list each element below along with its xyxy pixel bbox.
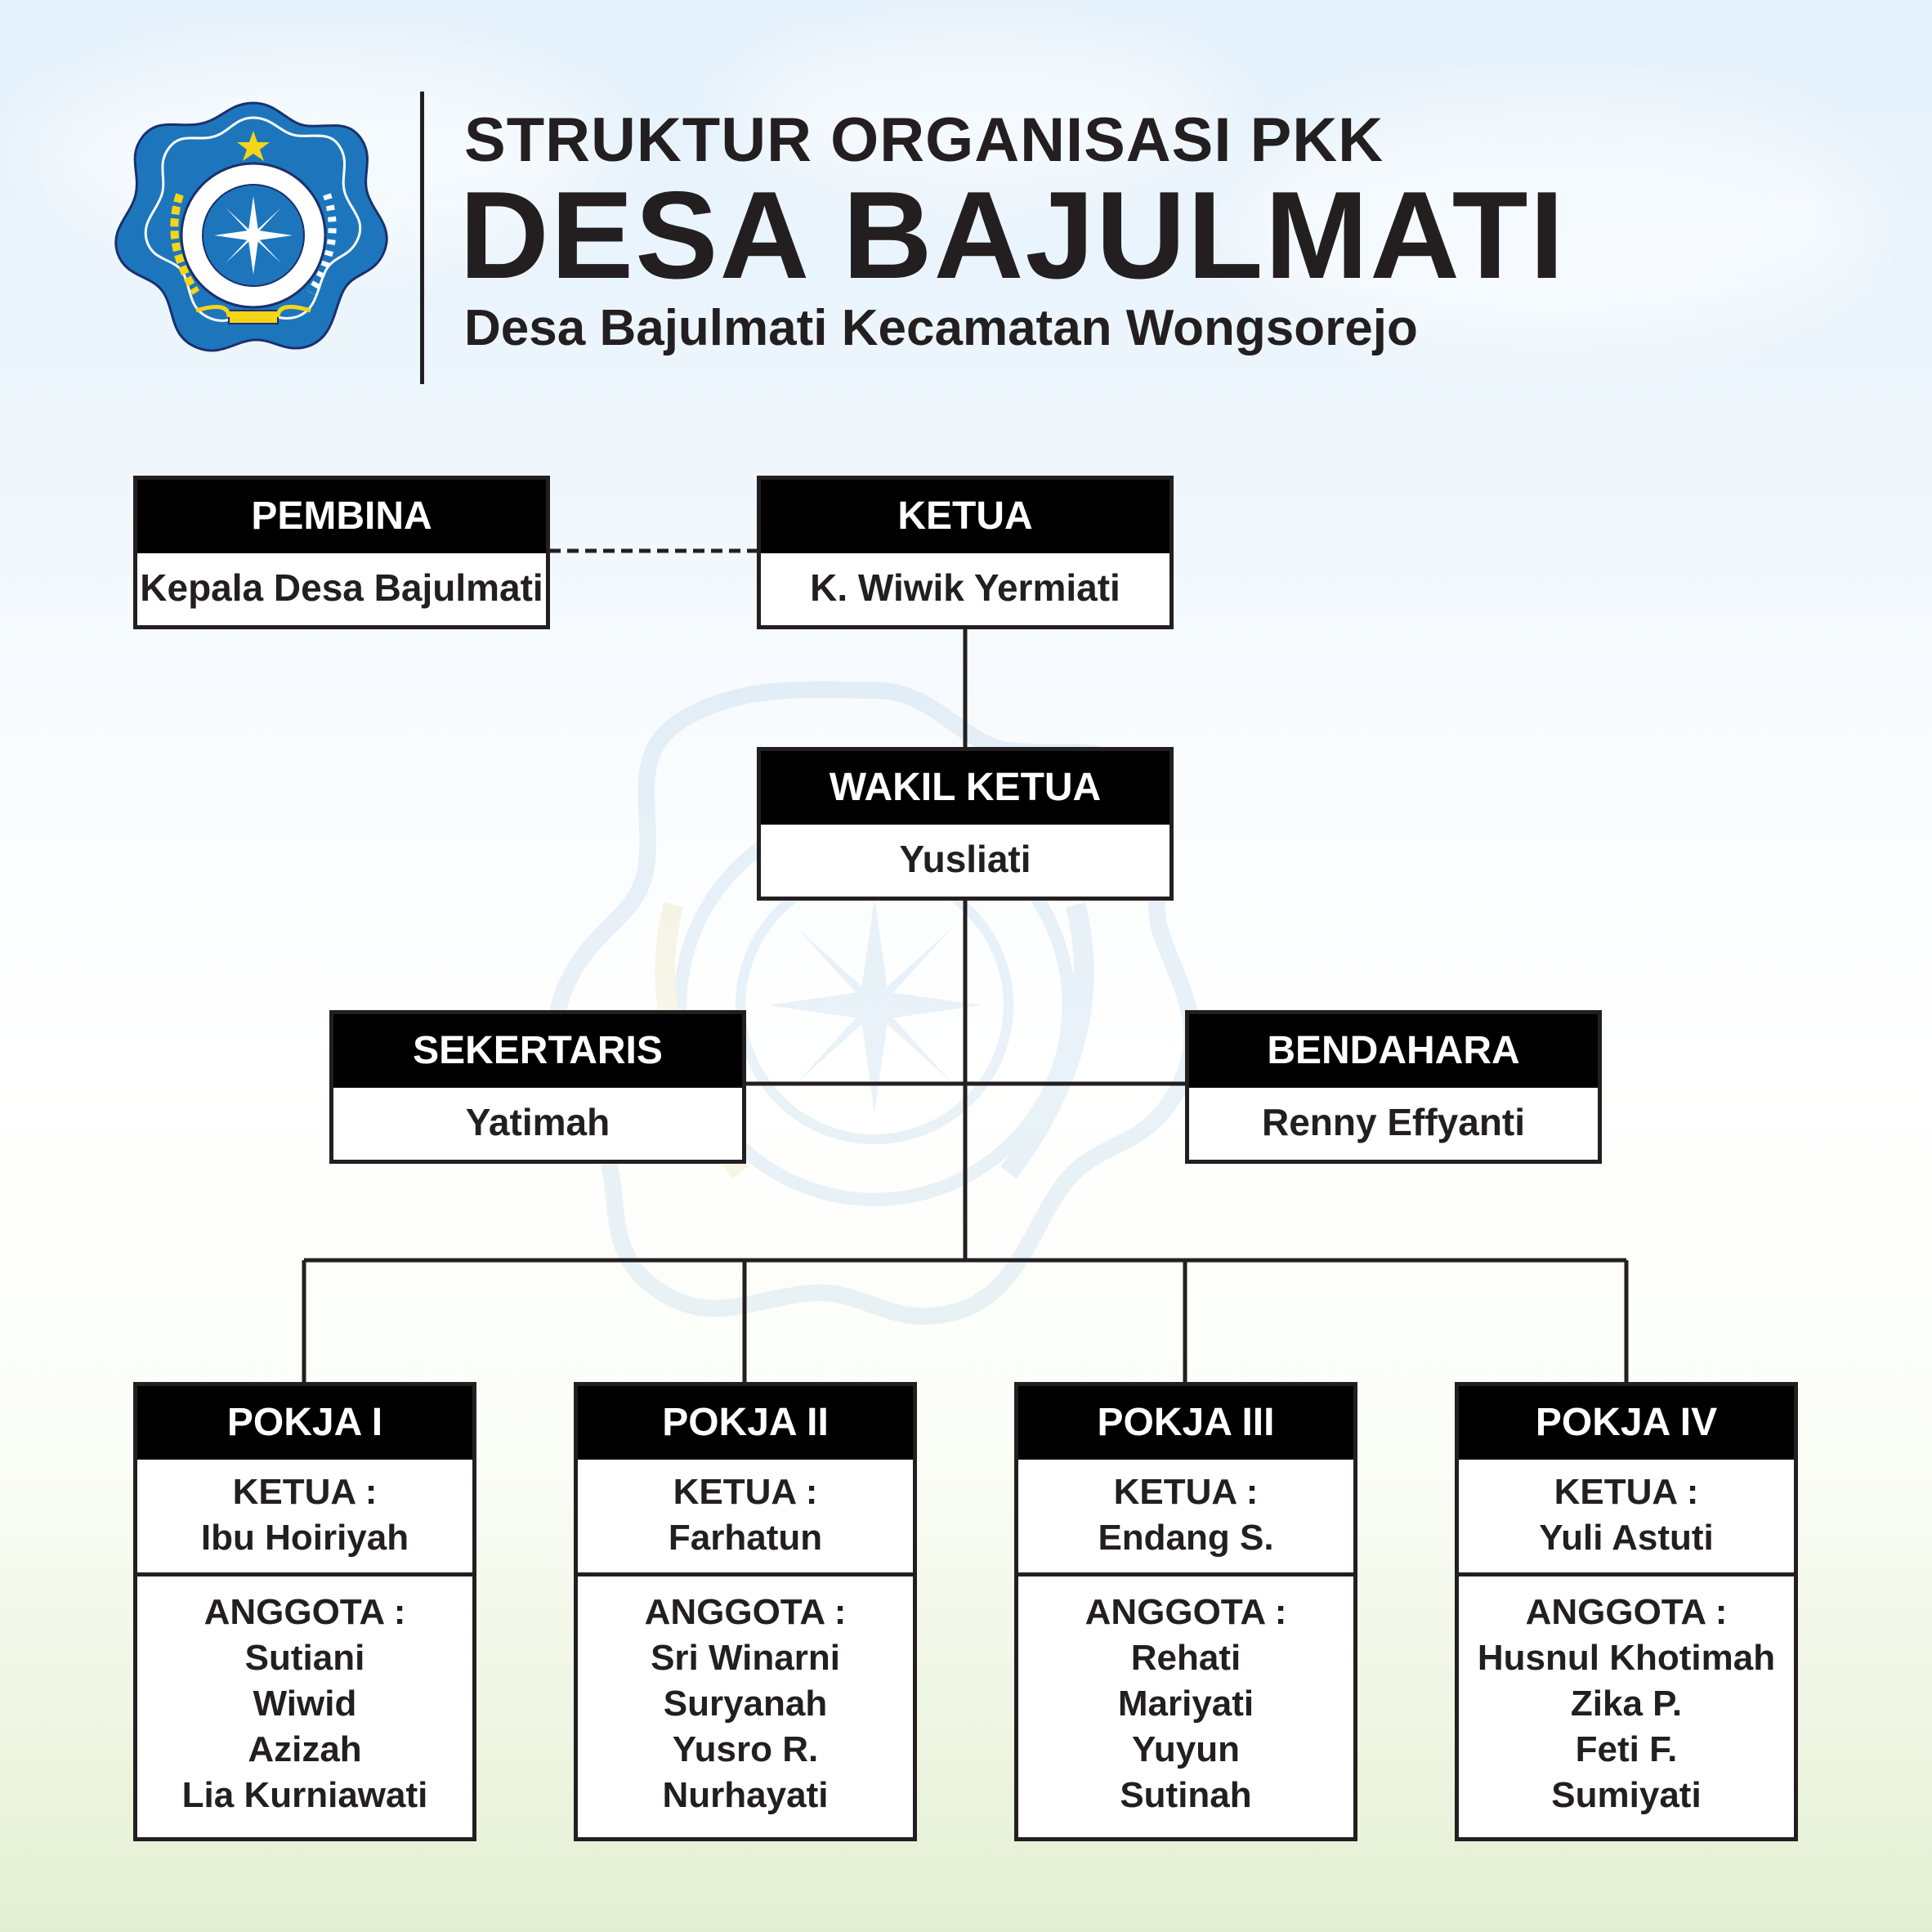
pokja-ketua-label: KETUA : xyxy=(1113,1472,1259,1512)
pokja-ketua-section: KETUA : Endang S. xyxy=(1018,1460,1353,1576)
pokja-anggota-member: Sutiani xyxy=(244,1638,365,1678)
pokja-anggota-member: Feti F. xyxy=(1575,1729,1678,1769)
pokja-ketua-name: Ibu Hoiriyah xyxy=(200,1518,409,1558)
page-subtitle: Desa Bajulmati Kecamatan Wongsorejo xyxy=(464,300,1418,356)
pokja-title: POKJA II xyxy=(578,1386,913,1460)
pokja-ketua-name: Endang S. xyxy=(1098,1518,1274,1558)
bendahara-name: Renny Effyanti xyxy=(1261,1101,1526,1143)
pokja-box: POKJA II KETUA : Farhatun ANGGOTA : Sri … xyxy=(574,1382,917,1841)
pokja-anggota-label: ANGGOTA : xyxy=(1525,1592,1728,1632)
pokja-anggota-member: Yuyun xyxy=(1131,1729,1241,1769)
wakil-ketua-box: WAKIL KETUA Yusliati xyxy=(757,747,1174,901)
page-main-title: DESA BAJULMATI xyxy=(459,166,1566,305)
pokja-ketua-name: Yuli Astuti xyxy=(1539,1518,1714,1558)
pokja-title: POKJA IV xyxy=(1459,1386,1794,1460)
pokja-box: POKJA III KETUA : Endang S. ANGGOTA : Re… xyxy=(1014,1382,1357,1841)
pembina-title: PEMBINA xyxy=(137,480,546,553)
pkk-logo-icon xyxy=(114,101,388,352)
pokja-anggota-label: ANGGOTA : xyxy=(203,1592,406,1632)
pokja-anggota-member: Husnul Khotimah xyxy=(1477,1638,1776,1678)
pokja-anggota-member: Suryanah xyxy=(663,1684,828,1724)
pokja-anggota-section: ANGGOTA : Husnul Khotimah Zika P. Feti F… xyxy=(1459,1576,1794,1818)
pokja-ketua-label: KETUA : xyxy=(673,1472,818,1512)
pokja-anggota-member: Zika P. xyxy=(1570,1684,1683,1724)
wakil-ketua-name: Yusliati xyxy=(899,838,1031,880)
pokja-anggota-member: Lia Kurniawati xyxy=(181,1775,428,1815)
pokja-anggota-label: ANGGOTA : xyxy=(1085,1592,1287,1632)
pokja-anggota-member: Sutinah xyxy=(1120,1775,1252,1815)
pokja-ketua-label: KETUA : xyxy=(232,1472,378,1512)
bendahara-box: BENDAHARA Renny Effyanti xyxy=(1185,1010,1602,1164)
ketua-name: K. Wiwik Yermiati xyxy=(810,566,1120,609)
pokja-anggota-member: Wiwid xyxy=(253,1684,357,1724)
pokja-ketua-label: KETUA : xyxy=(1554,1472,1699,1512)
header-divider xyxy=(420,92,424,384)
pokja-ketua-section: KETUA : Ibu Hoiriyah xyxy=(137,1460,472,1576)
sekertaris-title: SEKERTARIS xyxy=(333,1014,742,1088)
pokja-anggota-member: Sumiyati xyxy=(1551,1775,1702,1815)
pokja-ketua-name: Farhatun xyxy=(668,1518,823,1558)
ketua-box: KETUA K. Wiwik Yermiati xyxy=(757,476,1174,629)
pokja-anggota-member: Mariyati xyxy=(1117,1684,1254,1724)
background-cloud xyxy=(1226,98,1880,343)
pokja-anggota-section: ANGGOTA : Rehati Mariyati Yuyun Sutinah xyxy=(1018,1576,1353,1818)
pokja-anggota-member: Azizah xyxy=(248,1729,362,1769)
pokja-ketua-section: KETUA : Farhatun xyxy=(578,1460,913,1576)
pokja-ketua-section: KETUA : Yuli Astuti xyxy=(1459,1460,1794,1576)
sekertaris-name: Yatimah xyxy=(465,1101,610,1143)
pokja-box: POKJA IV KETUA : Yuli Astuti ANGGOTA : H… xyxy=(1455,1382,1798,1841)
pokja-anggota-label: ANGGOTA : xyxy=(644,1592,847,1632)
pokja-anggota-section: ANGGOTA : Sutiani Wiwid Azizah Lia Kurni… xyxy=(137,1576,472,1818)
pokja-title: POKJA I xyxy=(137,1386,472,1460)
pokja-anggota-section: ANGGOTA : Sri Winarni Suryanah Yusro R. … xyxy=(578,1576,913,1818)
background-cloud xyxy=(736,33,1226,196)
pokja-title: POKJA III xyxy=(1018,1386,1353,1460)
pembina-box: PEMBINA Kepala Desa Bajulmati xyxy=(133,476,550,629)
pembina-name: Kepala Desa Bajulmati xyxy=(140,566,543,609)
pokja-anggota-member: Nurhayati xyxy=(662,1775,829,1815)
ketua-title: KETUA xyxy=(761,480,1169,553)
pokja-anggota-member: Rehati xyxy=(1130,1638,1241,1678)
pokja-anggota-member: Sri Winarni xyxy=(651,1638,840,1678)
page-title: STRUKTUR ORGANISASI PKK xyxy=(464,105,1384,175)
pokja-anggota-member: Yusro R. xyxy=(672,1729,819,1769)
sekertaris-box: SEKERTARIS Yatimah xyxy=(329,1010,746,1164)
wakil-ketua-title: WAKIL KETUA xyxy=(761,751,1169,825)
bendahara-title: BENDAHARA xyxy=(1189,1014,1598,1088)
pokja-box: POKJA I KETUA : Ibu Hoiriyah ANGGOTA : S… xyxy=(133,1382,476,1841)
